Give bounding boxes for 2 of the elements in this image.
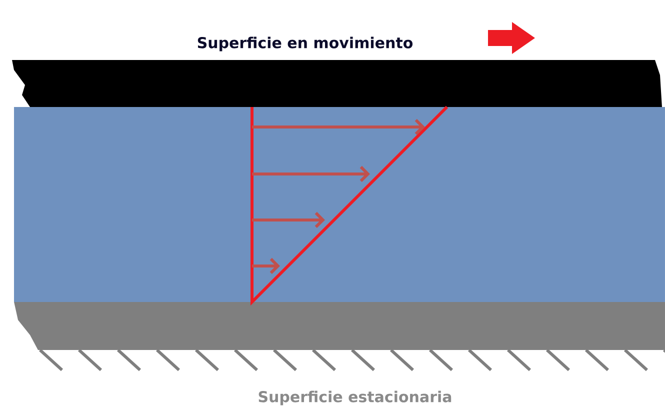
surface-label: Superficie en movimiento <box>198 36 413 52</box>
surface-label: Superficie estacionaria <box>258 390 452 406</box>
